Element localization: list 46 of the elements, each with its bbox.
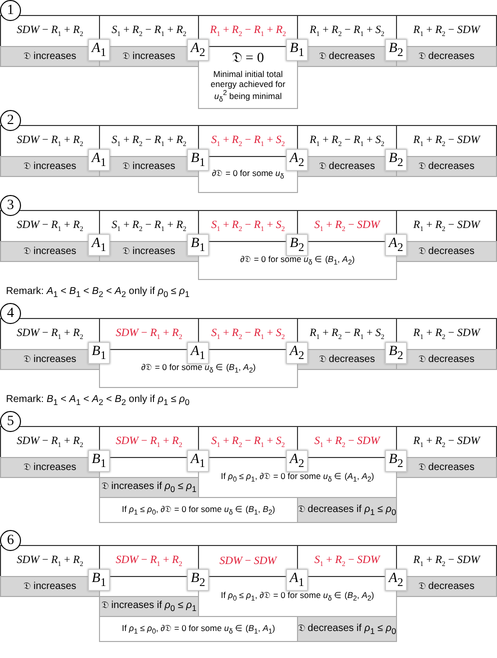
trend-cell: 𝔇 increases if ρ$_{0}$ ≤ ρ$_{1}$: [99, 477, 199, 498]
condition-cell: If ρ$_{1}$ ≤ ρ$_{0}$, ∂𝔇 = 0 for some u$_{δ}$ ∈ (B$_{1}$, A$_{1}$): [99, 616, 298, 642]
bound-marker: A$_{1}$: [88, 39, 110, 61]
bound-marker: B$_{1}$: [187, 234, 209, 256]
formula-cell: R$_{1}$ + R$_{2}$ − SDW: [396, 210, 497, 242]
bound-marker: B$_{1}$: [187, 149, 209, 171]
bound-marker: B$_{1}$: [88, 342, 110, 364]
bound-marker: A$_{2}$: [286, 149, 308, 171]
bound-marker: B$_{2}$: [385, 342, 407, 364]
formula-cell: R$_{1}$ + R$_{2}$ − SDW: [396, 125, 497, 157]
bound-marker: A$_{1}$: [286, 569, 308, 591]
condition-cell: If ρ$_{1}$ ≤ ρ$_{0}$, ∂𝔇 = 0 for some u$_{δ}$ ∈ (B$_{1}$, B$_{2}$): [99, 497, 298, 523]
step-number-badge: 1: [0, 0, 21, 21]
bound-marker: A$_{2}$: [286, 450, 308, 472]
trend-cell: 𝔇 increases if ρ$_{0}$ ≤ ρ$_{1}$: [99, 596, 199, 617]
step-number-badge: 5: [0, 411, 21, 432]
bound-marker: A$_{2}$: [286, 342, 308, 364]
step-number-badge: 4: [0, 303, 21, 324]
formula-text: 𝔇 = 0: [231, 50, 265, 68]
bound-marker: A$_{1}$: [88, 149, 110, 171]
bound-marker: B$_{1}$: [286, 39, 308, 61]
trend-cell: 𝔇 decreases if ρ$_{1}$ ≤ ρ$_{0}$: [297, 497, 397, 523]
bound-marker: A$_{1}$: [187, 450, 209, 472]
bound-marker: A$_{1}$: [187, 342, 209, 364]
remark-text: Remark: B$_{1}$ < A$_{1}$ < A$_{2}$ < B$_{2}$ only if ρ$_{1}$ ≤ ρ$_{0}$: [6, 394, 190, 407]
bound-marker: B$_{2}$: [187, 569, 209, 591]
step-number-badge: 2: [0, 110, 21, 131]
trend-cell: 𝔇 decreases if ρ$_{1}$ ≤ ρ$_{0}$: [297, 616, 397, 642]
step-number-badge: 6: [0, 530, 21, 551]
formula-cell: R$_{1}$ + R$_{2}$ − SDW: [396, 15, 497, 47]
formula-cell: R$_{1}$ + R$_{2}$ − SDW: [396, 318, 497, 350]
bound-marker: B$_{1}$: [88, 450, 110, 472]
bound-marker: B$_{2}$: [286, 234, 308, 256]
remark-text: Remark: A$_{1}$ < B$_{1}$ < B$_{2}$ < A$_{2}$ only if ρ$_{0}$ ≤ ρ$_{1}$: [6, 286, 190, 299]
formula-cell: R$_{1}$ + R$_{2}$ − SDW: [396, 545, 497, 577]
bound-marker: B$_{2}$: [385, 450, 407, 472]
bound-marker: A$_{2}$: [187, 39, 209, 61]
bound-marker: B$_{2}$: [385, 39, 407, 61]
bound-marker: A$_{1}$: [88, 234, 110, 256]
step-number-badge: 3: [0, 195, 21, 216]
bound-marker: A$_{2}$: [385, 234, 407, 256]
formula-cell: R$_{1}$ + R$_{2}$ − SDW: [396, 426, 497, 458]
bound-marker: A$_{2}$: [385, 569, 407, 591]
bound-marker: B$_{1}$: [88, 569, 110, 591]
bound-marker: B$_{2}$: [385, 149, 407, 171]
note-text: Minimal initial total energy achieved for u$_{δ}$$^{2}$ being minimal: [210, 68, 286, 105]
